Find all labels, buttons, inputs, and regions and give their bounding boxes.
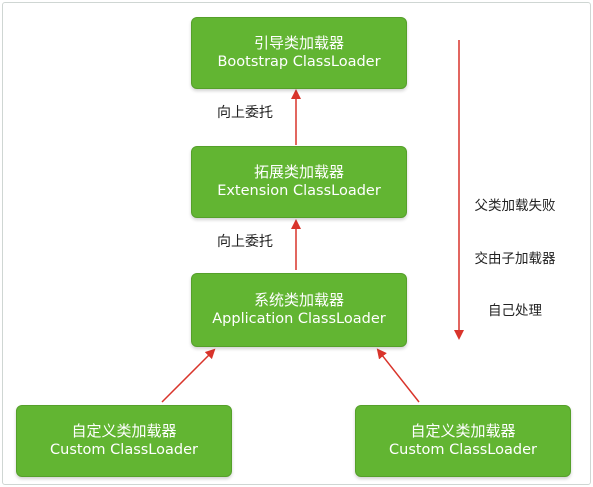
extension-classloader-box: 拓展类加载器 Extension ClassLoader xyxy=(191,146,407,218)
arrow-custom-left-to-application xyxy=(161,348,216,403)
custom-right-en-label: Custom ClassLoader xyxy=(389,442,537,458)
custom-left-en-label: Custom ClassLoader xyxy=(50,442,198,458)
extension-cn-label: 拓展类加载器 xyxy=(253,163,344,181)
extension-en-label: Extension ClassLoader xyxy=(217,183,381,199)
application-cn-label: 系统类加载器 xyxy=(253,291,344,309)
custom-classloader-right-box: 自定义类加载器 Custom ClassLoader xyxy=(355,405,571,477)
arrow-custom-right-to-application xyxy=(376,348,420,403)
failure-note-line-3: 自己处理 xyxy=(488,303,542,319)
failure-note-line-1: 父类加载失败 xyxy=(474,198,556,214)
application-classloader-box: 系统类加载器 Application ClassLoader xyxy=(191,273,407,347)
delegate-upper-label: 向上委托 xyxy=(217,105,273,121)
bootstrap-classloader-box: 引导类加载器 Bootstrap ClassLoader xyxy=(191,17,407,89)
custom-right-cn-label: 自定义类加载器 xyxy=(410,422,516,440)
failure-note-line-2: 交由子加载器 xyxy=(474,250,556,267)
failure-note: 父类加载失败 交由子加载器 自己处理 xyxy=(466,163,564,338)
custom-left-cn-label: 自定义类加载器 xyxy=(71,422,177,440)
application-en-label: Application ClassLoader xyxy=(212,311,386,327)
bootstrap-en-label: Bootstrap ClassLoader xyxy=(217,54,381,70)
custom-classloader-left-box: 自定义类加载器 Custom ClassLoader xyxy=(16,405,232,477)
bootstrap-cn-label: 引导类加载器 xyxy=(253,34,344,52)
delegate-lower-label: 向上委托 xyxy=(217,234,273,250)
